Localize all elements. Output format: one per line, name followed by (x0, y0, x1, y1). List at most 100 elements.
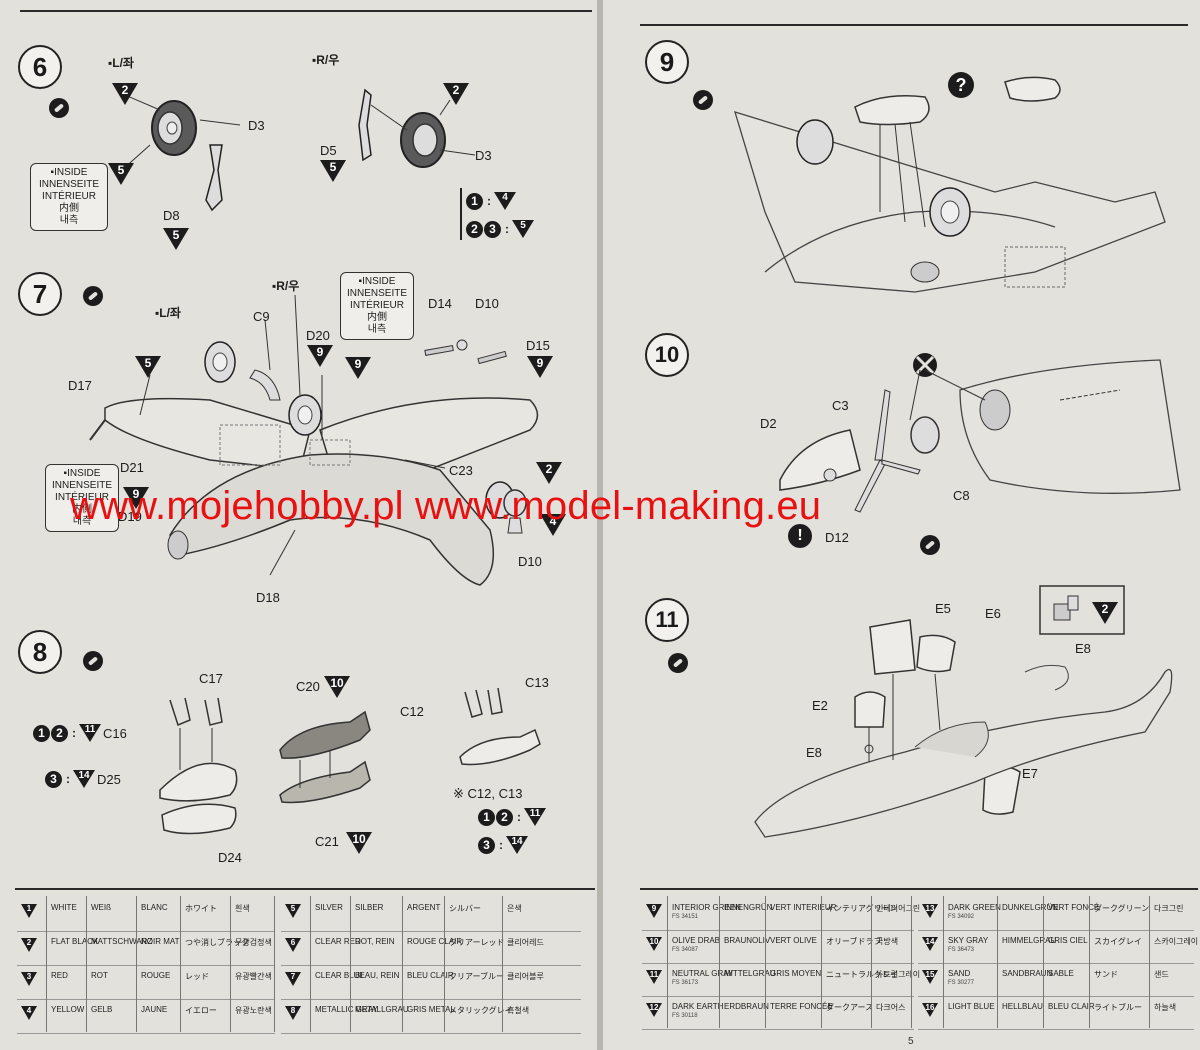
paint-name-kr: 흰색 (235, 904, 250, 913)
part-label-c16: C16 (103, 725, 127, 741)
paint-number-callout: 16 (922, 1003, 938, 1017)
paint-name-de: MITTELGRAU (724, 969, 776, 978)
paint-number-callout: 11 (646, 970, 662, 984)
paint-name-kr: 국방색 (876, 937, 899, 946)
table-row-divider (17, 965, 275, 966)
part-label-e2: E2 (812, 698, 828, 713)
part-label-c20: C20 (296, 679, 320, 694)
paint-name-kr: 다크어스 (876, 1003, 906, 1012)
part-label-d19: D19 (118, 509, 142, 524)
table-row-divider (918, 996, 1194, 997)
paint-fs-code: FS 34092 (948, 914, 975, 920)
paint-name-fr: ARGENT (407, 903, 441, 912)
inside-note-line: INTÉRIEUR (42, 191, 96, 202)
paint-name-kr: 유광노란색 (235, 1006, 272, 1015)
inside-note-line: INNENSEITE (38, 179, 99, 190)
paint-name-kr: 스카이그레이 (1154, 937, 1199, 946)
part-label-c23: C23 (449, 463, 473, 478)
part-label-d17: D17 (68, 378, 92, 393)
inside-note-box: ▪INSIDE INNENSEITE INTÉRIEUR 内側 내측 (340, 272, 414, 340)
paint-name-en: DARK GREEN (948, 903, 1001, 912)
step6-color-legend-row: 1 : 4 (466, 192, 516, 210)
page-number: 5 (908, 1036, 914, 1047)
part-label-e7: E7 (1022, 766, 1038, 781)
paint-name-kr: 은색 (507, 904, 522, 913)
paint-name-jp: サンド (1094, 970, 1118, 979)
part-label-c21: C21 (315, 834, 339, 849)
paint-table-top-rule (15, 888, 595, 890)
paint-number-callout: 15 (922, 970, 938, 984)
table-column-divider (180, 896, 181, 1032)
step-badge: 3 (478, 836, 495, 854)
paint-name-jp: つや消しブラック (185, 938, 249, 947)
step-number-8: 8 (18, 630, 62, 674)
part-label-d10: D10 (518, 554, 542, 569)
paint-name-en: NEUTRAL GRAY (672, 969, 734, 978)
paint-name-fr: SABLE (1048, 969, 1074, 978)
paint-number-callout: 3 (21, 972, 37, 986)
paint-name-kr: 뉴트럴그레이 (876, 970, 921, 979)
paint-fs-code: FS 34087 (672, 947, 699, 953)
paint-name-kr: 클리어레드 (507, 938, 544, 947)
step10-propeller-drawing (779, 359, 1181, 513)
step-number-10: 10 (645, 333, 689, 377)
table-row-divider (17, 1033, 275, 1034)
part-label-d18: D18 (256, 590, 280, 605)
paint-number-callout: 2 (21, 938, 37, 952)
paint-name-en: SKY GRAY (948, 936, 989, 945)
part-label-d25: D25 (97, 771, 121, 787)
step-number-7: 7 (18, 272, 62, 316)
table-column-divider (765, 896, 766, 1028)
table-column-divider (230, 896, 231, 1032)
paint-name-en: SILVER (315, 903, 343, 912)
step-badge: 2 (496, 808, 513, 826)
part-label-c13: C13 (525, 675, 549, 690)
table-column-divider (310, 896, 311, 1032)
paint-name-fr: VERT OLIVE (770, 936, 817, 945)
inside-note-line: INTÉRIEUR (350, 300, 404, 311)
paint-name-fr: NOIR MAT (141, 937, 180, 946)
step-number-9: 9 (645, 40, 689, 84)
inside-note-line: INNENSEITE (51, 480, 112, 491)
paint-name-jp: インテリアグリーン (826, 904, 898, 913)
paint-name-de: ROT, REIN (355, 937, 395, 946)
paint-name-jp: スカイグレイ (1094, 937, 1142, 946)
paint-name-jp: メタリックグレイ (449, 1006, 513, 1015)
inside-note-line: 내측 (367, 324, 387, 335)
side-label-right: ▪R/우 (312, 53, 340, 67)
paint-name-fr: GRIS CIEL (1048, 936, 1088, 945)
part-label-e8: E8 (1075, 641, 1091, 656)
part-label-d10: D10 (475, 296, 499, 311)
table-column-divider (871, 896, 872, 1028)
part-label-e8: E8 (806, 745, 822, 760)
paint-name-en: LIGHT BLUE (948, 1002, 995, 1011)
paint-name-fr: BLEU CLAIR (407, 971, 454, 980)
legend-divider (460, 188, 462, 240)
paint-name-jp: オリーブドラブ (826, 937, 882, 946)
step8-note-legend: 1 2 : 11 (478, 808, 546, 826)
paint-name-en: INTERIOR GREEN (672, 903, 741, 912)
paint-name-jp: ホワイト (185, 904, 217, 913)
paint-name-kr: 다크그린 (1154, 904, 1184, 913)
step8-note: ※ C12, C13 (453, 786, 523, 801)
step7-aircraft-underside-drawing (89, 294, 539, 586)
top-rule-left (20, 10, 592, 12)
paint-name-fr: GRIS MOYEN (770, 969, 822, 978)
table-row-divider (281, 1033, 581, 1034)
table-row-divider (281, 999, 581, 1000)
table-row-divider (642, 1029, 914, 1030)
glue-icon (693, 90, 713, 110)
table-row-divider (918, 930, 1194, 931)
inside-note-line: ▪INSIDE (358, 276, 396, 287)
paint-name-kr: 하늘색 (1154, 1003, 1177, 1012)
table-row-divider (642, 996, 914, 997)
paint-number-callout: 9 (646, 904, 662, 918)
paint-name-en: CLEAR BLUE (315, 971, 365, 980)
paint-number-callout: 10 (646, 937, 662, 951)
side-label-right: ▪R/우 (272, 279, 300, 293)
paint-name-de: DUNKELGRÜN (1002, 903, 1059, 912)
step6-left-wheel-drawing (121, 94, 241, 212)
paint-name-en: FLAT BLACK (51, 937, 99, 946)
small-bomb-drawing (459, 687, 541, 766)
